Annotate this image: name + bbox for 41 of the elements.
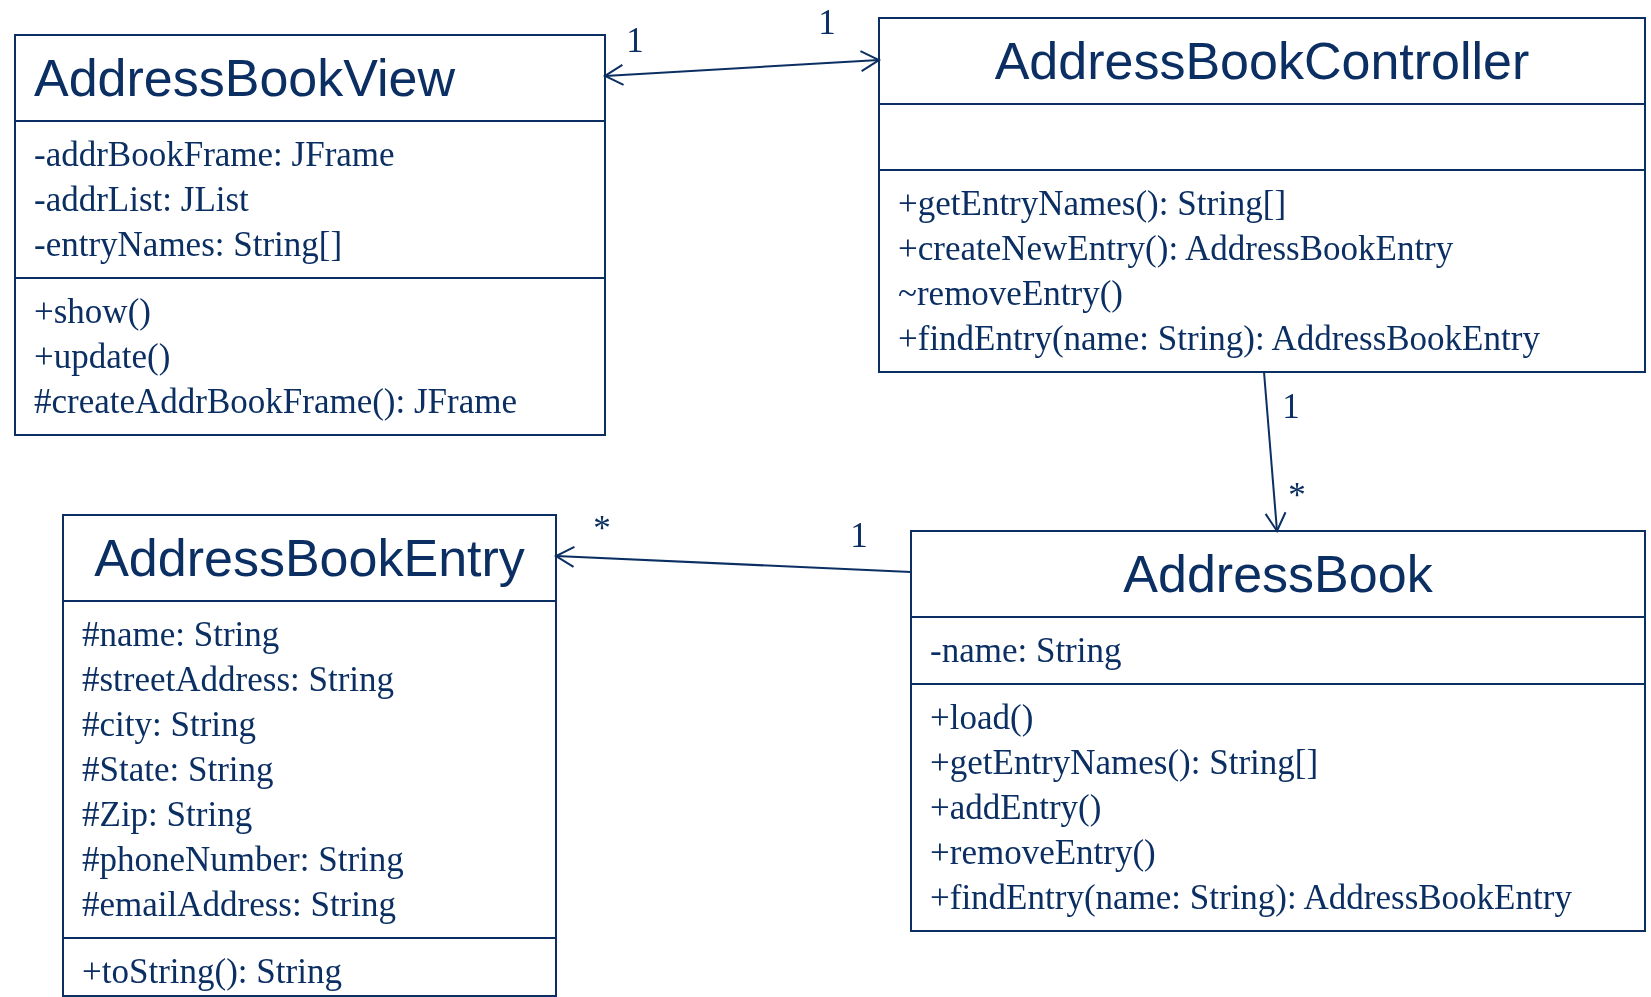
attribute-text: #phoneNumber: String: [82, 839, 404, 881]
attribute-text: #streetAddress: String: [82, 659, 395, 701]
class-name: AddressBookView: [34, 48, 456, 108]
method-text: ~removeEntry(): [898, 273, 1123, 315]
method-text: +findEntry(name: String): AddressBookEntry: [930, 877, 1572, 919]
method-text: #createAddrBookFrame(): JFrame: [34, 381, 518, 423]
class-box: [62, 514, 557, 997]
method-text: +createNewEntry(): AddressBookEntry: [898, 228, 1454, 270]
attribute-text: -addrList: JList: [34, 179, 249, 221]
multiplicity-label: 1: [850, 517, 868, 553]
method-text: +getEntryNames(): String[]: [898, 183, 1287, 225]
method-text: +getEntryNames(): String[]: [930, 742, 1319, 784]
association-arrow: [555, 545, 912, 573]
method-text: +update(): [34, 336, 171, 378]
multiplicity-label: *: [1288, 477, 1306, 513]
attribute-text: -entryNames: String[]: [34, 224, 343, 266]
multiplicity-label: 1: [1282, 388, 1300, 424]
attribute-text: #name: String: [82, 614, 280, 656]
method-text: +load(): [930, 697, 1034, 739]
multiplicity-label: 1: [626, 22, 644, 58]
multiplicity-label: 1: [818, 4, 836, 40]
class-box: [14, 34, 606, 436]
method-text: +toString(): String: [82, 951, 342, 993]
class-box: [878, 17, 1646, 373]
class-box: [910, 530, 1646, 932]
class-name: AddressBookController: [994, 31, 1530, 91]
multiplicity-label: *: [593, 510, 611, 546]
attribute-text: #emailAddress: String: [82, 884, 396, 926]
association-arrow: [604, 50, 880, 86]
attribute-text: -name: String: [930, 630, 1122, 672]
attribute-text: #State: String: [82, 749, 274, 791]
method-text: +removeEntry(): [930, 832, 1156, 874]
method-text: +findEntry(name: String): AddressBookEntry: [898, 318, 1540, 360]
method-text: +show(): [34, 291, 151, 333]
attribute-text: -addrBookFrame: JFrame: [34, 134, 395, 176]
class-name: AddressBook: [1123, 544, 1433, 604]
attribute-text: #city: String: [82, 704, 257, 746]
method-text: +addEntry(): [930, 787, 1102, 829]
class-name: AddressBookEntry: [94, 528, 525, 588]
attribute-text: #Zip: String: [82, 794, 253, 836]
association-arrow: [1263, 371, 1287, 532]
